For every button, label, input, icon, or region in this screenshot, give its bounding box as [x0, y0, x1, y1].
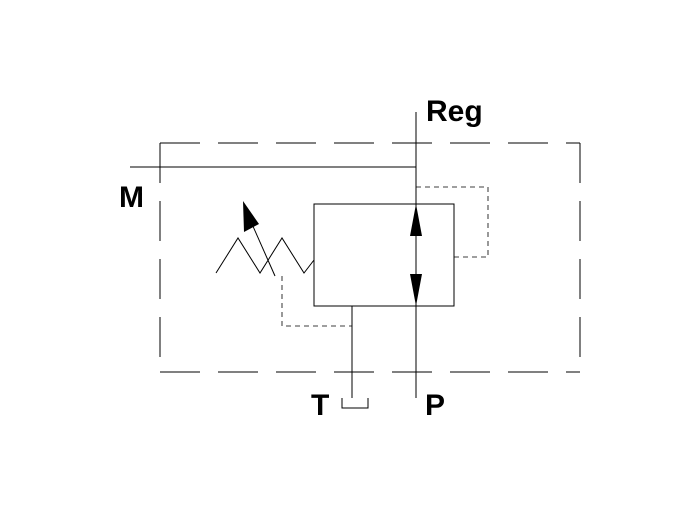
flow-arrow: [410, 204, 422, 306]
adjust-arrow: [243, 201, 276, 277]
arrow-head-down: [410, 274, 422, 306]
pilot-line-drain: [281, 276, 352, 327]
tank-symbol: [341, 398, 369, 409]
port-label-p: P: [425, 389, 445, 422]
pilot-line-top: [416, 186, 489, 258]
port-label-reg: Reg: [426, 95, 483, 128]
arrow-head-up: [410, 204, 422, 236]
adjust-arrow-head: [243, 201, 259, 232]
valve-block: [313, 203, 455, 307]
valve-enclosure: [159, 142, 581, 373]
port-label-t: T: [311, 389, 329, 422]
port-label-m: M: [119, 181, 144, 214]
spring-zigzag: [215, 237, 315, 274]
